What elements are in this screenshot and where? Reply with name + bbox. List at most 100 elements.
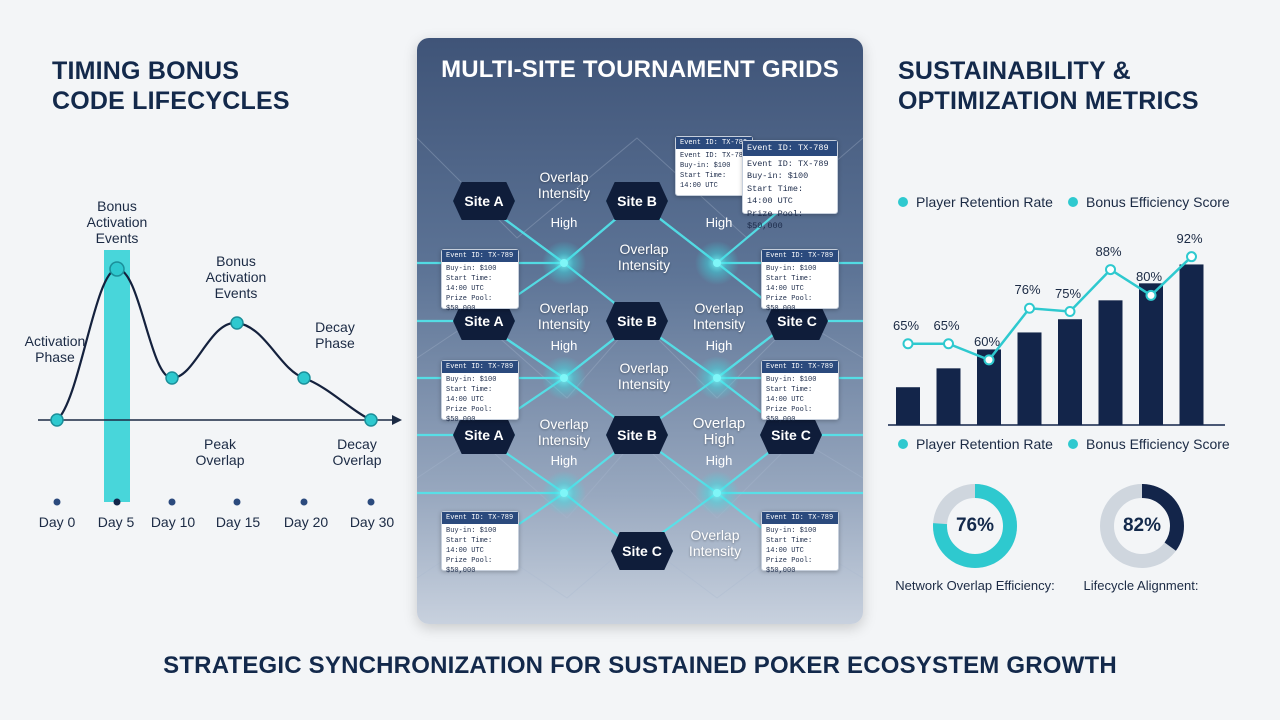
marker-second-peak xyxy=(230,316,244,330)
retention-point xyxy=(1186,251,1197,263)
tournament-grid-panel: MULTI-SITE TOURNAMENT GRIDS Site A Site … xyxy=(416,38,864,624)
junction-core xyxy=(560,374,568,382)
junction-cores xyxy=(560,259,721,497)
percent-label: 92% xyxy=(1176,230,1203,246)
marker-dip xyxy=(165,371,179,385)
donut-value-network: 76% xyxy=(955,515,995,536)
overlap-intensity-label: Overlap Intensity xyxy=(688,527,742,559)
metric-bar xyxy=(1098,300,1123,425)
metrics-title: SUSTAINABILITY & OPTIMIZATION METRICS xyxy=(898,57,1199,115)
percent-label: 88% xyxy=(1095,243,1122,259)
donut-charts xyxy=(933,484,1184,568)
retention-point xyxy=(983,354,995,366)
day-dot xyxy=(300,498,308,506)
percent-label: 65% xyxy=(892,317,920,333)
day-dot xyxy=(168,498,176,506)
metric-bar xyxy=(936,368,961,425)
junction-core xyxy=(713,489,721,497)
legend-dot-icon xyxy=(898,439,908,449)
retention-point xyxy=(1105,264,1116,276)
overlap-intensity-label: Overlap Intensity xyxy=(537,416,591,448)
day-label: Day 20 xyxy=(283,514,329,530)
retention-point xyxy=(1064,306,1076,317)
percent-label: 65% xyxy=(933,317,960,333)
legend-efficiency-bottom: Bonus Efficiency Score xyxy=(1068,436,1230,452)
grid-title: MULTI-SITE TOURNAMENT GRIDS xyxy=(441,56,839,83)
site-node-c-row3[interactable]: Site C xyxy=(755,413,827,457)
event-card[interactable]: Event ID: TX-789 Buy-in: $100 Start Time… xyxy=(761,249,839,313)
day-dot xyxy=(233,498,241,506)
event-card[interactable]: Event ID: TX-789 Buy-in: $100 Start Time… xyxy=(441,360,519,424)
retention-point xyxy=(1024,302,1035,314)
footer-title: STRATEGIC SYNCHRONIZATION FOR SUSTAINED … xyxy=(163,652,1117,679)
metric-bar xyxy=(1139,283,1163,425)
peak-highlight-bar xyxy=(104,250,130,502)
site-node-b-row1[interactable]: Site B xyxy=(601,179,673,223)
day-label: Day 5 xyxy=(97,514,135,530)
percent-label: 76% xyxy=(1014,282,1041,298)
high-label: High xyxy=(550,453,578,468)
timeline-arrow xyxy=(392,415,402,425)
percent-label: 80% xyxy=(1135,269,1163,285)
day-label: Day 30 xyxy=(349,514,395,530)
junction-core xyxy=(713,259,721,267)
event-card[interactable]: Event ID: TX-789 Event ID: TX-789 Buy-in… xyxy=(675,136,753,196)
day-dot xyxy=(53,498,61,506)
event-card[interactable]: Event ID: TX-789 Buy-in: $100 Start Time… xyxy=(441,511,519,575)
retention-point xyxy=(902,338,914,350)
decay-phase-label: Decay Phase xyxy=(315,319,355,351)
legend-dot-icon xyxy=(1068,439,1078,449)
marker-peak xyxy=(109,261,125,277)
event-card[interactable]: Event ID: TX-789 Buy-in: $100 Start Time… xyxy=(761,511,839,575)
site-node-c-row4[interactable]: Site C xyxy=(606,529,678,573)
metric-bar xyxy=(896,387,920,425)
peak-overlap-label: Peak Overlap xyxy=(195,436,245,468)
site-node-b-row2[interactable]: Site B xyxy=(601,299,673,343)
day-dot xyxy=(113,498,121,506)
site-node-b-row3[interactable]: Site B xyxy=(601,413,673,457)
event-card-featured[interactable]: Event ID: TX-789 Event ID: TX-789 Buy-in… xyxy=(742,140,838,231)
activation-phase-label: Activation Phase xyxy=(24,333,86,365)
junction-core xyxy=(713,374,721,382)
lifecycle-curve-chart xyxy=(38,250,402,506)
day-dot xyxy=(367,498,375,506)
site-node-a-row3[interactable]: Site A xyxy=(448,413,520,457)
bonus-activation-label-2: Bonus Activation Events xyxy=(205,253,267,301)
curve-markers xyxy=(50,261,378,427)
overlap-intensity-label: Overlap Intensity xyxy=(617,360,671,392)
donut-label-lifecycle: Lifecycle Alignment: xyxy=(1083,578,1199,593)
overlap-intensity-label: Overlap Intensity xyxy=(692,300,746,332)
lifecycle-title: TIMING BONUS CODE LIFECYCLES xyxy=(52,57,290,115)
metrics-bar-line-chart xyxy=(888,251,1225,426)
event-card[interactable]: Event ID: TX-789 Buy-in: $100 Start Time… xyxy=(761,360,839,424)
site-node-a-row2[interactable]: Site A xyxy=(448,299,520,343)
metric-bar xyxy=(1179,264,1204,425)
donut-label-network: Network Overlap Efficiency: xyxy=(895,578,1055,593)
legend-retention-bottom: Player Retention Rate xyxy=(898,436,1053,452)
legend-dot-icon xyxy=(1068,197,1078,207)
day-label: Day 10 xyxy=(150,514,196,530)
day-label: Day 0 xyxy=(38,514,76,530)
legend-efficiency: Bonus Efficiency Score xyxy=(1068,194,1230,210)
metric-bar xyxy=(1058,319,1082,425)
day-dots xyxy=(53,498,375,506)
percent-label: 60% xyxy=(973,333,1001,349)
percent-label: 75% xyxy=(1054,285,1082,301)
legend-dot-icon xyxy=(898,197,908,207)
overlap-high-label: Overlap High xyxy=(692,415,746,448)
high-label: High xyxy=(550,338,578,353)
junction-core xyxy=(560,259,568,267)
decay-overlap-label: Decay Overlap xyxy=(332,436,382,468)
high-label: High xyxy=(705,215,733,230)
high-label: High xyxy=(705,453,733,468)
event-card[interactable]: Event ID: TX-789 Buy-in: $100 Start Time… xyxy=(441,249,519,313)
site-node-a-row1[interactable]: Site A xyxy=(448,179,520,223)
junction-core xyxy=(560,489,568,497)
high-label: High xyxy=(705,338,733,353)
marker-decay xyxy=(297,371,311,385)
metric-bar xyxy=(1017,332,1042,425)
marker-end xyxy=(364,413,378,427)
overlap-intensity-label: Overlap Intensity xyxy=(537,169,591,201)
retention-line xyxy=(908,255,1193,362)
day-label: Day 15 xyxy=(215,514,261,530)
